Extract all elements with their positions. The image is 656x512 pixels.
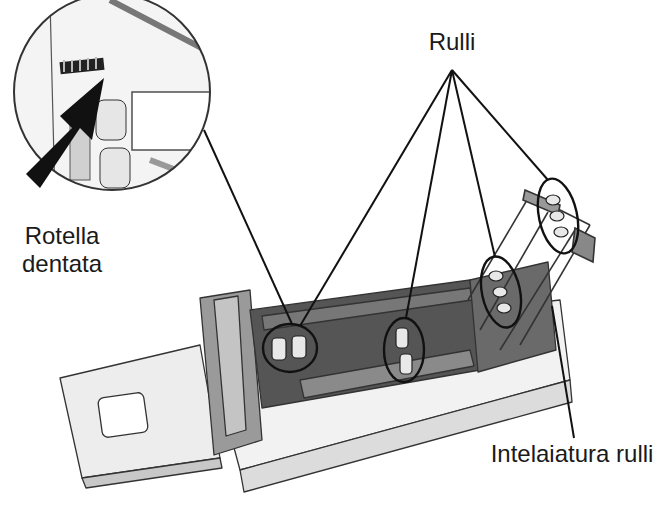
- callout-ring: [475, 253, 527, 331]
- tray: [470, 262, 556, 372]
- roller: [400, 354, 412, 374]
- leader-line: [204, 70, 574, 438]
- roller: [396, 328, 408, 348]
- roller-frame: [468, 195, 530, 300]
- magnified-view: [132, 92, 212, 150]
- leader-line: [204, 130, 292, 324]
- magnified-view: [96, 100, 126, 140]
- tray: [97, 392, 148, 438]
- roller: [546, 195, 560, 205]
- magnified-view: [0, 0, 220, 200]
- magnified-view: [14, 0, 210, 190]
- magnified-view: [59, 58, 104, 75]
- tray: [214, 296, 246, 436]
- roller: [554, 227, 568, 237]
- roller-frame: [500, 230, 575, 350]
- callout-ring: [384, 318, 424, 382]
- roller: [493, 287, 507, 297]
- magnified-view: [26, 78, 104, 188]
- tray: [250, 280, 480, 408]
- part-label: Rulli: [392, 28, 512, 56]
- magnified-view: [150, 160, 215, 185]
- tray: [300, 350, 474, 398]
- magnified-view: [79, 59, 81, 71]
- magnified-view: [0, 0, 220, 200]
- magnified-view: [87, 58, 89, 70]
- roller: [292, 336, 306, 358]
- leader-line: [452, 70, 495, 257]
- tray: [82, 458, 222, 488]
- part-label: Rotella dentata: [0, 222, 124, 278]
- leader-line: [300, 70, 452, 326]
- magnified-view: [71, 60, 73, 72]
- roller: [272, 338, 286, 360]
- callout-ring: [532, 175, 585, 257]
- callout-ring: [263, 324, 317, 372]
- leader-line: [406, 70, 452, 318]
- roller: [497, 303, 511, 313]
- leader-line: [552, 306, 574, 438]
- magnified-view: [0, 0, 220, 200]
- magnified-view: [100, 148, 130, 188]
- leader-line: [452, 70, 548, 180]
- roller: [550, 211, 564, 221]
- roller: [489, 271, 503, 281]
- magnified-view: [63, 60, 65, 72]
- part-label: Intelaiatura rulli: [488, 440, 656, 468]
- callout-ring: [263, 175, 584, 382]
- tray: [60, 345, 220, 478]
- magnified-view: [95, 57, 97, 69]
